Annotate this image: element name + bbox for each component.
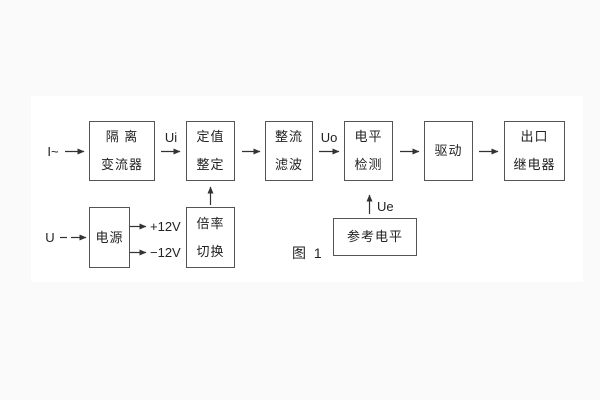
block-label-line: 切换 [196, 243, 225, 259]
block-multiplier-switch: 倍率 切换 [186, 207, 235, 268]
block-rectifier-filter: 整流 滤波 [265, 121, 313, 181]
block-label-line: 参考电平 [346, 229, 403, 244]
block-label-line: 继电器 [513, 157, 556, 172]
label-input-voltage: U [45, 230, 55, 245]
label-signal-ui: Ui [164, 130, 178, 145]
block-label-line: 电源 [95, 229, 124, 245]
block-label-line: 变流器 [100, 157, 143, 172]
block-label-line: 整流 [274, 129, 303, 144]
block-label-line: 检测 [354, 157, 383, 172]
label-signal-uo: Uo [320, 130, 338, 145]
block-label-line: 隔 离 [105, 129, 139, 144]
figure-caption: 图 1 [292, 245, 324, 261]
block-reference-level: 参考电平 [333, 218, 417, 256]
label-minus12v: −12V [150, 245, 181, 260]
block-label-line: 定值 [196, 129, 225, 144]
block-isolation-transformer: 隔 离 变流器 [89, 121, 155, 181]
block-label-line: 倍率 [196, 215, 225, 231]
block-level-detect: 电平 检测 [344, 121, 393, 181]
label-input-current: I~ [47, 144, 59, 159]
label-signal-ue: Ue [377, 199, 394, 214]
block-output-relay: 出口 继电器 [504, 121, 565, 181]
block-label-line: 整定 [196, 157, 225, 172]
block-drive: 驱动 [424, 121, 473, 181]
block-label-line: 出口 [520, 129, 549, 144]
block-label-line: 电平 [354, 129, 383, 144]
label-plus12v: +12V [150, 219, 181, 234]
block-power-supply: 电源 [89, 207, 130, 268]
block-label-line: 驱动 [434, 143, 463, 158]
block-label-line: 滤波 [274, 157, 303, 172]
block-setpoint-adjust: 定值 整定 [186, 121, 235, 181]
